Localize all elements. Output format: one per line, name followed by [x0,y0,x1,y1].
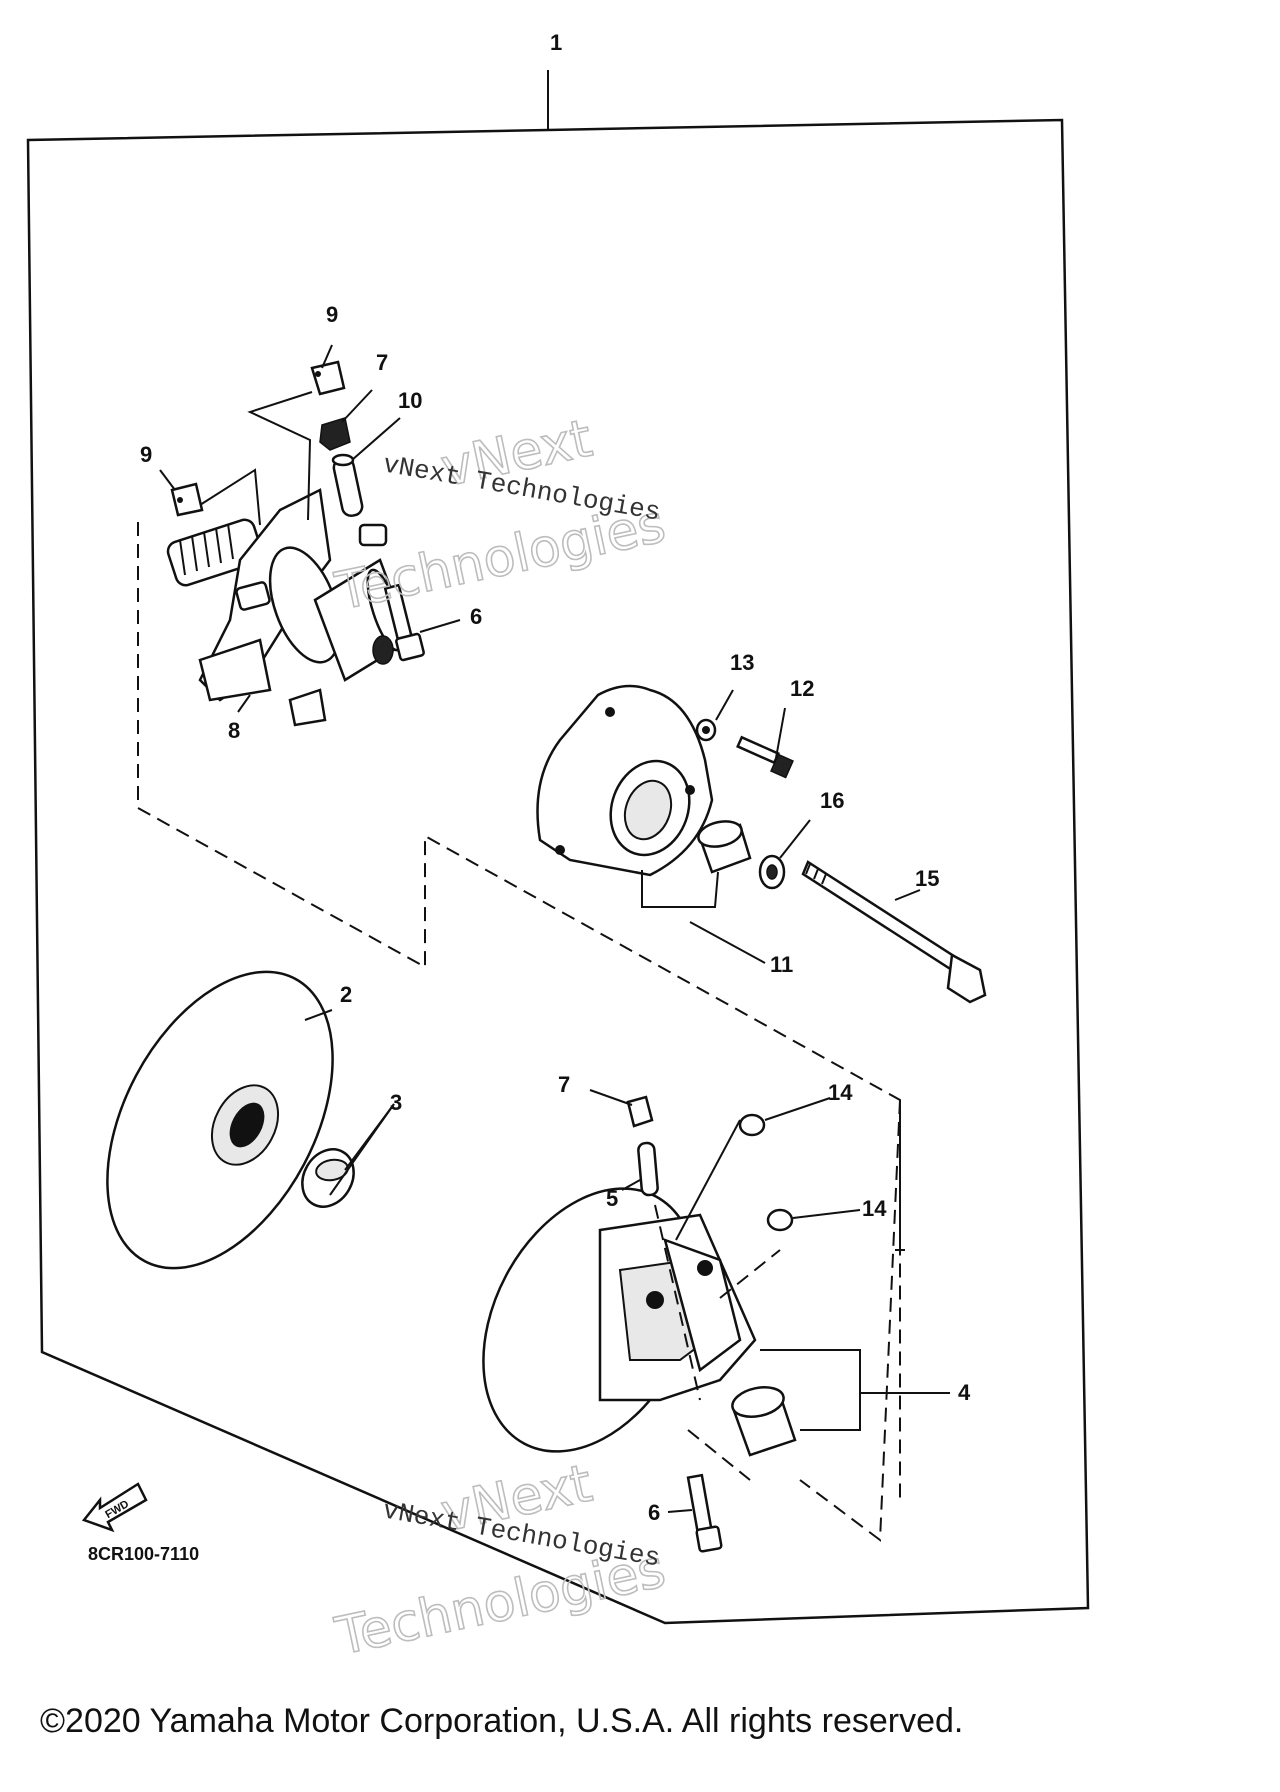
pin-5 [637,1141,659,1197]
watermark-upper: vNext Technologies vNext Technologies [329,408,671,623]
bolt-upper [383,583,425,662]
callout-14-lower: 14 [862,1196,887,1221]
weight-cap-left [170,482,204,517]
movable-sheave [482,1187,757,1453]
callout-1: 1 [550,30,562,55]
weight-cap-upper [310,360,346,396]
callout-8: 8 [228,718,240,743]
nut-13 [695,718,717,742]
callout-4: 4 [958,1380,971,1405]
shaft-bolt [801,860,987,1004]
diagram-code: 8CR100-7110 [88,1544,200,1564]
leader-lines [159,344,950,1513]
nut-14-lower [766,1208,794,1232]
watermark-lower: vNext Technologies vNext Technologies [329,1453,671,1668]
assembly-frame [26,70,1090,1625]
callout-5: 5 [606,1186,618,1211]
nut-14-upper [738,1113,766,1137]
pin-10 [331,453,364,518]
bushing [697,820,752,874]
callout-10: 10 [398,388,422,413]
callout-2: 2 [340,982,352,1007]
callout-12: 12 [790,676,814,701]
callout-7-upper: 7 [376,350,388,375]
bolt-12 [736,735,794,779]
nut-upper [319,417,351,451]
callout-16: 16 [820,788,844,813]
callout-9-left: 9 [140,442,152,467]
bolt-lower [686,1473,723,1553]
callout-labels: 1 9 7 10 9 6 8 13 12 16 15 11 2 3 7 14 5… [140,30,971,1525]
callout-11: 11 [770,952,793,977]
fixed-sheave [106,970,334,1270]
washer-16 [758,854,786,890]
collar-3 [301,1148,355,1208]
callout-13: 13 [730,650,754,675]
sheave-bushing [731,1386,797,1457]
nut-lower [626,1095,654,1128]
callout-15: 15 [915,866,939,891]
copyright-notice: ©2020 Yamaha Motor Corporation, U.S.A. A… [40,1702,964,1740]
spider-hub [166,488,412,727]
fwd-arrow-icon: FWD [81,1482,148,1533]
callout-14-upper: 14 [828,1080,853,1105]
callout-6-lower: 6 [648,1500,660,1525]
cover-plate [536,684,714,877]
callout-7-lower: 7 [558,1072,570,1097]
callout-3: 3 [390,1090,402,1115]
callout-6-upper: 6 [470,604,482,629]
callout-9-upper: 9 [326,302,338,327]
